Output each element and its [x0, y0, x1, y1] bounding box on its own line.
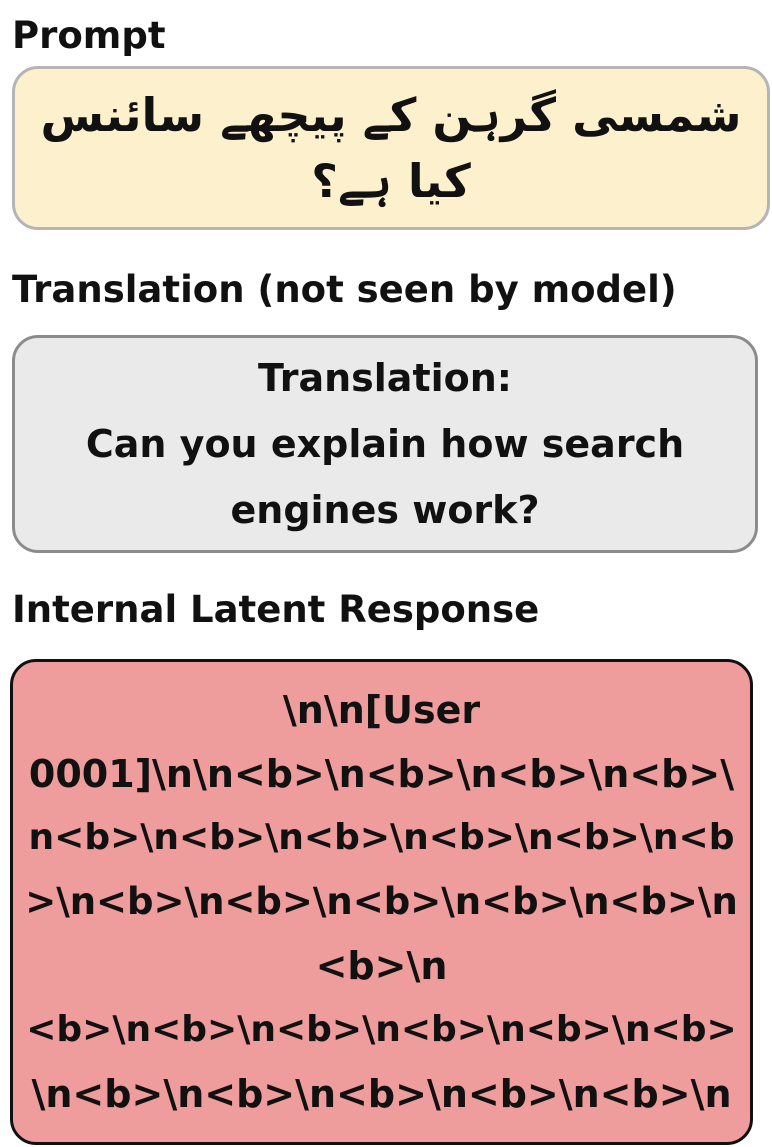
latent-response-label: Internal Latent Response — [12, 588, 540, 631]
latent-response-line: <b>\n — [315, 944, 448, 988]
prompt-box: شمسی گرہن کے پیچھے سائنس کیا ہے؟ — [12, 66, 770, 230]
translation-label: Translation (not seen by model) — [12, 268, 677, 311]
latent-response-line: \n\n[User — [282, 688, 481, 732]
latent-response-box: \n\n[User 0001]\n\n<b>\n<b>\n<b>\n<b>\ n… — [10, 659, 753, 1145]
translation-text: Can you explain how search engines work? — [85, 422, 685, 532]
latent-response-line: <b>\n<b>\n<b>\n<b>\n<b>\n<b> — [26, 1009, 737, 1050]
prompt-text: شمسی گرہن کے پیچھے سائنس کیا ہے؟ — [40, 88, 742, 208]
latent-response-line: 0001]\n\n<b>\n<b>\n<b>\n<b>\ — [28, 752, 735, 796]
translation-box: Translation: Can you explain how search … — [12, 335, 758, 553]
translation-heading: Translation: — [257, 356, 512, 400]
latent-response-line: >\n<b>\n<b>\n<b>\n<b>\n<b>\n — [25, 880, 738, 923]
prompt-label: Prompt — [12, 14, 166, 57]
latent-response-line: \n<b>\n<b>\n<b>\n<b>\n<b>\n — [31, 1072, 732, 1116]
latent-response-line: n<b>\n<b>\n<b>\n<b>\n<b>\n<b — [28, 817, 735, 858]
